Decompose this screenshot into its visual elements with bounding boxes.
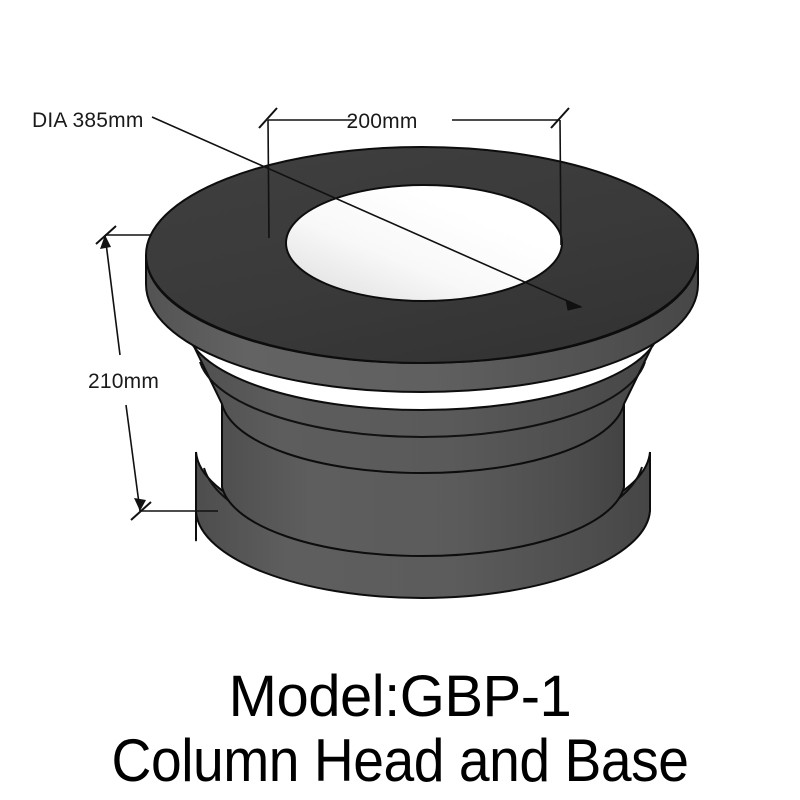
dimension-width: 200mm: [258, 107, 570, 246]
dimension-height-line-upper: [104, 234, 121, 356]
dimension-height-label: 210mm: [88, 370, 159, 393]
dimension-width-tick-right: [550, 107, 570, 129]
dimension-width-ext-left: [267, 119, 270, 239]
dimension-height: 210mm: [88, 225, 218, 521]
bore-hole: [285, 184, 563, 302]
model-code-label: Model:GBP-1: [228, 664, 572, 729]
cap-top-face: [145, 146, 699, 364]
dimension-width-tick-left: [258, 107, 278, 129]
dimension-width-label: 200mm: [346, 110, 417, 133]
solid-geometry: [145, 146, 699, 600]
dimension-height-line-lower: [125, 404, 141, 512]
dimension-diameter-label: DIA 385mm: [32, 109, 144, 132]
dimension-width-ext-right: [559, 119, 562, 246]
dimension-diameter: DIA 385mm: [32, 109, 583, 311]
caption: Model:GBP-1 Column Head and Base: [0, 666, 800, 794]
dimension-diameter-leader-line: [151, 116, 582, 308]
product-name-label: Column Head and Base: [111, 727, 689, 794]
neck-mid-edge-line: [199, 361, 646, 439]
dimension-height-arrowhead-top: [100, 235, 111, 249]
dimension-diameter-arrowhead: [565, 299, 583, 311]
dimension-height-arrowhead-bottom: [134, 498, 146, 511]
